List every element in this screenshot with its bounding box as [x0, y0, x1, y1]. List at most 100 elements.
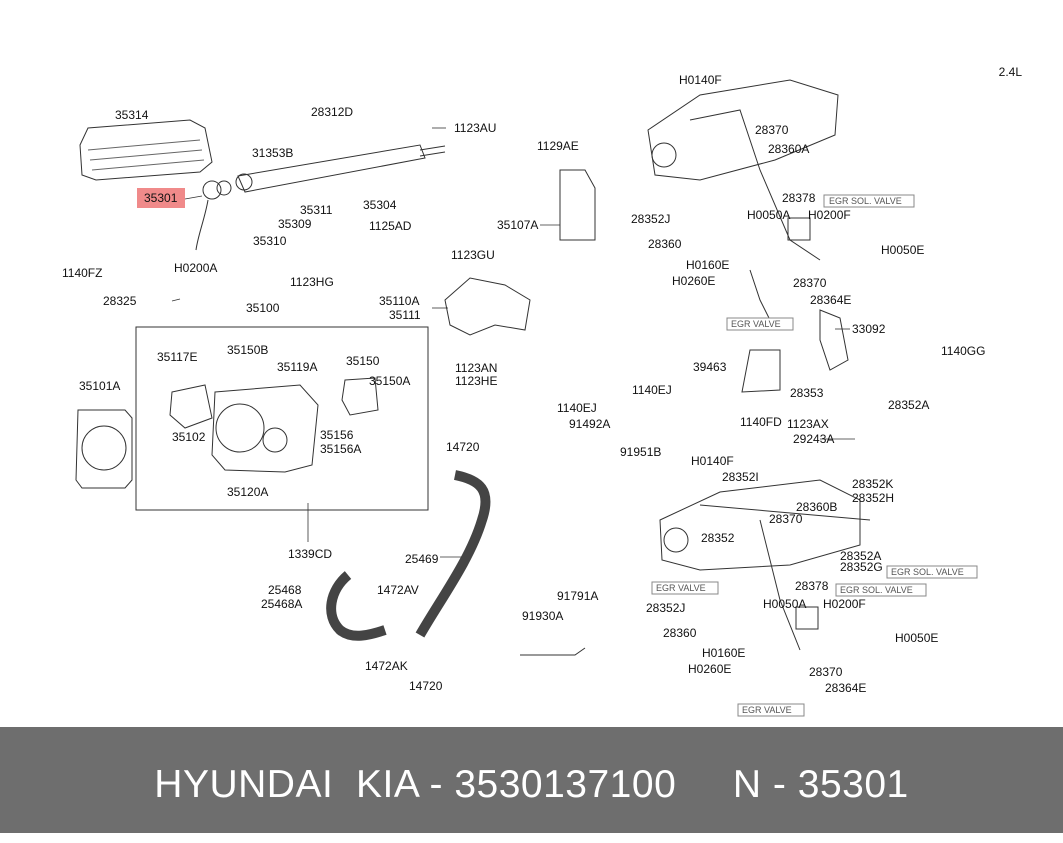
part-label-1123au: 1123AU — [454, 121, 496, 135]
tps-35150 — [341, 377, 379, 416]
part-label-1140ej-a: 1140EJ — [557, 401, 597, 415]
part-label-28352g: 28352G — [840, 560, 883, 574]
tag-box-egr-valve-a — [726, 317, 794, 331]
throttle-pulley — [262, 427, 288, 453]
part-label-14720-b: 14720 — [409, 679, 443, 693]
part-label-h0200f-b: H0200F — [823, 597, 866, 611]
tag-box-egr-sol-valve-a — [823, 194, 915, 208]
part-label-28352j-a: 28352J — [631, 212, 670, 226]
part-label-35156: 35156 — [320, 428, 354, 442]
part-label-35301: 35301 — [144, 191, 178, 205]
part-label-28352k: 28352K — [852, 477, 893, 491]
throttle-body-35120a — [211, 384, 319, 473]
part-label-1123hg: 1123HG — [290, 275, 334, 289]
fuel-rail-outlet — [419, 145, 446, 157]
part-label-35102: 35102 — [172, 430, 206, 444]
part-label-28378-a: 28378 — [782, 191, 816, 205]
part-label-28378-b: 28378 — [795, 579, 829, 593]
footer-bar: HYUNDAI KIA - 3530137100 N - 35301 — [0, 727, 1063, 833]
part-label-35150b: 35150B — [227, 343, 268, 357]
parts-diagram: 2.4L 35314 28312D 1123AU 31353B 35301 35… — [62, 65, 1022, 717]
part-label-28352-a: 28352 — [701, 531, 735, 545]
tag-egr-valve-c: EGR VALVE — [742, 705, 792, 715]
part-label-35309: 35309 — [278, 217, 312, 231]
engine-block-upper — [647, 79, 839, 181]
part-label-35304: 35304 — [363, 198, 397, 212]
fuel-rail-35304 — [237, 144, 426, 193]
part-label-28360-a: 28360 — [648, 237, 682, 251]
part-label-33092: 33092 — [852, 322, 886, 336]
part-label-1123ax: 1123AX — [787, 417, 829, 431]
part-label-25469: 25469 — [405, 552, 439, 566]
fuel-rail-end — [235, 173, 253, 191]
part-label-1125ad: 1125AD — [369, 219, 412, 233]
component-tags: EGR SOL. VALVE EGR VALVE EGR SOL. VALVE … — [651, 194, 978, 717]
part-label-28352a-a: 28352A — [888, 398, 929, 412]
bracket-33092 — [819, 309, 849, 371]
part-label-91492a: 91492A — [569, 417, 610, 431]
drawings — [75, 79, 871, 656]
part-label-h0160e-a: H0160E — [686, 258, 729, 272]
part-label-28370-a: 28370 — [755, 123, 789, 137]
part-label-1339cd: 1339CD — [288, 547, 332, 561]
part-label-35100: 35100 — [246, 301, 280, 315]
bracket-39463 — [741, 349, 781, 393]
tag-egr-sol-valve-b: EGR SOL. VALVE — [891, 567, 964, 577]
part-label-25468: 25468 — [268, 583, 302, 597]
part-label-h0140f-b: H0140F — [691, 454, 734, 468]
engine-cover-ribs — [87, 139, 205, 171]
tag-box-egr-valve-c — [737, 703, 805, 717]
part-label-h0160e-b: H0160E — [702, 646, 745, 660]
part-label-35150: 35150 — [346, 354, 380, 368]
part-label-28370-d: 28370 — [809, 665, 843, 679]
hose-25468 — [326, 571, 387, 641]
part-label-28352h: 28352H — [852, 491, 894, 505]
part-label-1140fz: 1140FZ — [62, 266, 102, 280]
part-label-h0260e-a: H0260E — [672, 274, 715, 288]
vacuum-line-upper — [689, 109, 821, 261]
part-label-28364e-a: 28364E — [810, 293, 851, 307]
injector-35301 — [202, 180, 222, 200]
part-label-1123he: 1123HE — [455, 374, 497, 388]
part-label-1140gg: 1140GG — [941, 344, 985, 358]
bracket-35110a — [444, 277, 531, 336]
part-label-1129ae: 1129AE — [537, 139, 579, 153]
hose-h0200a — [195, 199, 209, 251]
part-label-28360b: 28360B — [796, 500, 837, 514]
part-label-35150a: 35150A — [369, 374, 410, 388]
part-label-28353: 28353 — [790, 386, 824, 400]
part-label-35117e: 35117E — [157, 350, 197, 364]
part-label-h0200f-a: H0200F — [808, 208, 851, 222]
part-label-h0050e-a: H0050E — [881, 243, 924, 257]
part-label-28312d: 28312D — [311, 105, 353, 119]
tag-egr-valve-a: EGR VALVE — [731, 319, 781, 329]
gasket-35101a — [75, 409, 133, 489]
part-label-35119a: 35119A — [277, 360, 317, 374]
part-label-35110a: 35110A — [379, 294, 419, 308]
part-label-1472av: 1472AV — [377, 583, 419, 597]
part-label-39463: 39463 — [693, 360, 727, 374]
part-label-91951b: 91951B — [620, 445, 661, 459]
part-label-35107a: 35107A — [497, 218, 538, 232]
part-label-35111: 35111 — [389, 308, 421, 322]
tag-box-egr-sol-valve-c — [835, 583, 927, 597]
part-label-28360-b: 28360 — [663, 626, 697, 640]
part-label-25468a: 25468A — [261, 597, 302, 611]
tag-box-egr-sol-valve-b — [886, 565, 978, 579]
harness-91930a — [520, 647, 586, 656]
engine-port-upper — [651, 142, 677, 168]
part-label-31353b: 31353B — [252, 146, 293, 160]
part-label-35101a: 35101A — [79, 379, 120, 393]
engine-block-lower — [659, 479, 861, 571]
part-highlight-35301 — [137, 188, 185, 208]
part-label-14720-a: 14720 — [446, 440, 480, 454]
part-label-1472ak: 1472AK — [365, 659, 408, 673]
part-number-caption: HYUNDAI KIA - 3530137100 N - 35301 — [154, 763, 909, 806]
part-label-h0260e-b: H0260E — [688, 662, 731, 676]
part-label-35120a: 35120A — [227, 485, 268, 499]
part-label-1123gu: 1123GU — [451, 248, 495, 262]
engine-port-lower — [663, 527, 689, 553]
egr-valve-28378-lower — [795, 606, 819, 630]
part-label-1140ej-b: 1140EJ — [632, 383, 672, 397]
part-label-35156a: 35156A — [320, 442, 361, 456]
